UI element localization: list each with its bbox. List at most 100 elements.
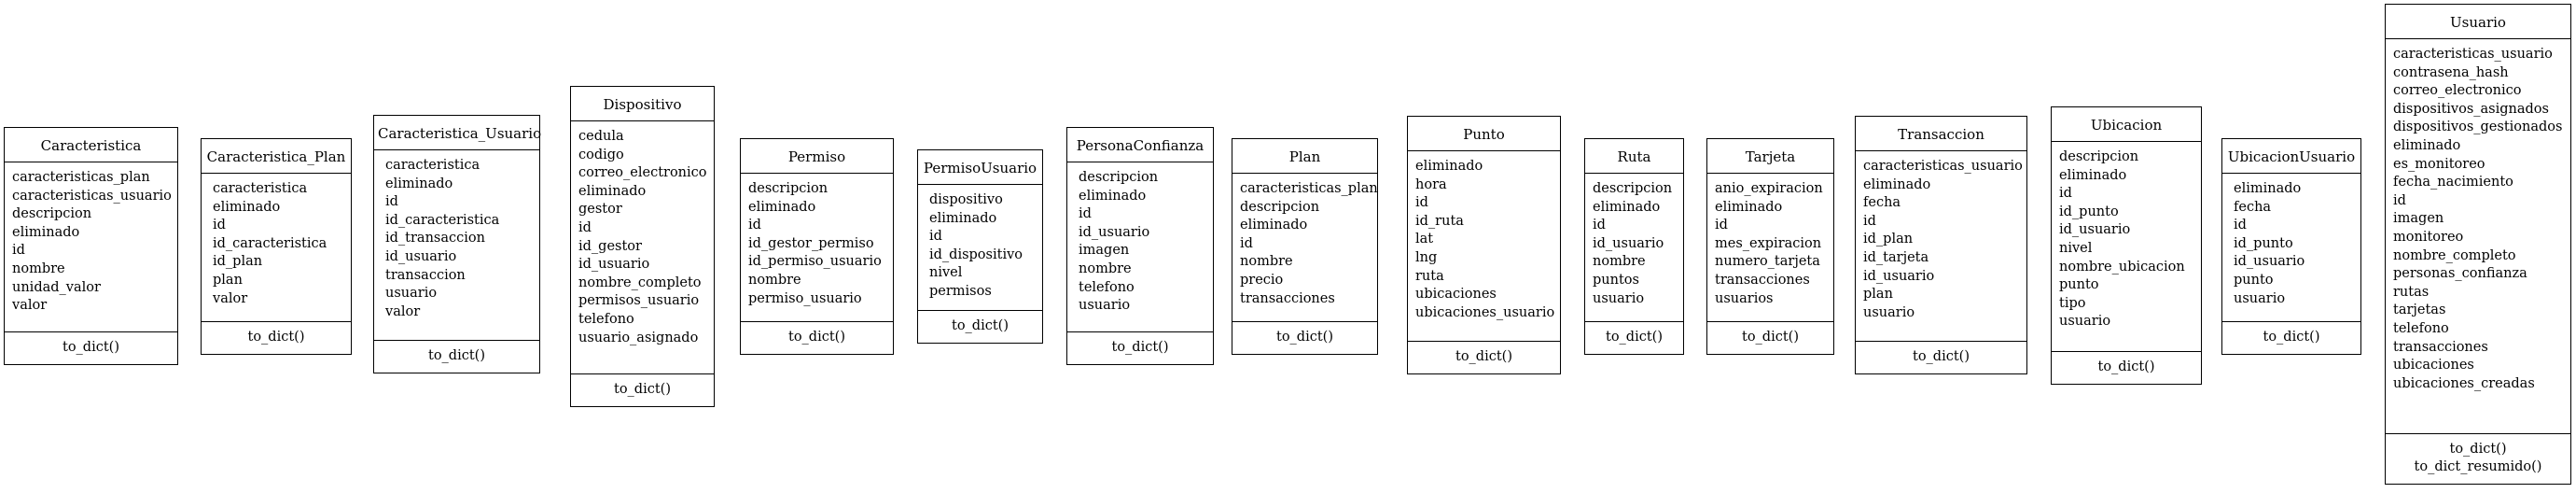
attribute-row: id_usuario	[1593, 235, 1664, 251]
class-name: Tarjeta	[1707, 139, 1833, 174]
method-list: to_dict()	[1232, 322, 1377, 354]
attribute-row: id	[1240, 235, 1253, 251]
method-row: to_dict()	[1455, 349, 1512, 365]
attribute-row: eliminado	[1863, 176, 1931, 192]
attribute-row: ubicaciones_usuario	[1415, 304, 1555, 320]
method-list: to_dict()	[1856, 342, 2026, 373]
attribute-row: nombre	[12, 261, 65, 276]
class-name: Caracteristica_Plan	[202, 139, 351, 174]
attribute-row: nombre_completo	[578, 275, 702, 290]
attribute-row: fecha	[2234, 199, 2272, 215]
attribute-row: nombre	[1240, 254, 1293, 270]
attribute-row: permiso_usuario	[748, 290, 862, 306]
attribute-row: correo_electronico	[578, 165, 707, 181]
attribute-row: eliminado	[1415, 159, 1483, 174]
attribute-row: id	[2059, 186, 2072, 202]
attribute-row: dispositivo	[929, 192, 1003, 207]
attribute-row: usuario	[1079, 298, 1131, 314]
attribute-row: eliminado	[385, 176, 453, 191]
attribute-row: id_caracteristica	[385, 212, 500, 228]
attribute-row: dispositivos_asignados	[2393, 101, 2549, 117]
attribute-row: ubicaciones	[2393, 358, 2474, 373]
class-name: Plan	[1232, 139, 1377, 174]
attribute-row: caracteristica	[213, 181, 308, 196]
attribute-row: id	[1863, 213, 1876, 229]
attribute-row: nombre_completo	[2393, 247, 2516, 263]
class-name: Ruta	[1585, 139, 1683, 174]
attribute-row: id	[213, 218, 226, 233]
attribute-row: codigo	[578, 147, 624, 162]
attribute-row: id_dispositivo	[929, 246, 1023, 262]
attribute-row: monitoreo	[2393, 229, 2464, 245]
attribute-row: telefono	[578, 311, 634, 327]
method-list: to_dict()	[374, 341, 539, 373]
attribute-row: plan	[1863, 287, 1893, 303]
method-list: to_dict()	[571, 374, 714, 406]
attribute-row: tarjetas	[2393, 303, 2446, 318]
attribute-row: valor	[385, 303, 421, 319]
attribute-row: id	[1593, 218, 1606, 233]
method-row: to_dict_resumido()	[2414, 459, 2542, 475]
attribute-row: valor	[213, 290, 248, 306]
attribute-row: nombre	[1079, 261, 1132, 276]
class-name: Caracteristica_Usuario	[374, 116, 541, 150]
attribute-row: id	[385, 194, 398, 210]
attribute-row: descripcion	[12, 206, 92, 222]
attribute-row: nombre	[748, 272, 801, 288]
attribute-row: eliminado	[213, 199, 281, 215]
method-row: to_dict()	[1913, 349, 1970, 365]
attribute-row: nombre_ubicacion	[2059, 259, 2185, 275]
method-row: to_dict()	[1742, 330, 1799, 345]
attribute-row: rutas	[2393, 284, 2430, 300]
attribute-row: caracteristicas_plan	[1240, 181, 1378, 196]
attribute-row: hora	[1415, 176, 1447, 192]
attribute-row: imagen	[2393, 211, 2444, 227]
class-box-caracteristica-plan: Caracteristica_Plan caracteristica elimina…	[201, 138, 352, 355]
attribute-row: id_permiso_usuario	[748, 254, 882, 270]
attribute-row: caracteristicas_usuario	[12, 188, 172, 204]
attribute-row: permisos_usuario	[578, 293, 700, 309]
attribute-row: id	[1715, 218, 1728, 233]
attribute-row: fecha	[1863, 195, 1901, 211]
attribute-row: descripcion	[1240, 199, 1320, 215]
attribute-row: eliminado	[578, 183, 647, 199]
method-row: to_dict()	[1111, 340, 1169, 356]
class-name: Ubicacion	[2052, 107, 2201, 142]
attribute-row: usuario	[1593, 290, 1645, 306]
attribute-row: valor	[12, 298, 48, 314]
attribute-row: punto	[2234, 272, 2274, 288]
attribute-row: usuario	[1863, 304, 1915, 320]
method-list: to_dict()	[1067, 332, 1213, 364]
attribute-row: transaccion	[385, 267, 466, 283]
attribute-row: usuarios	[1715, 290, 1774, 306]
attribute-row: anio_expiracion	[1715, 181, 1823, 196]
method-list: to_dict()	[918, 311, 1042, 343]
attribute-row: eliminado	[748, 199, 816, 215]
method-row: to_dict()	[63, 340, 119, 356]
attribute-row: unidad_valor	[12, 279, 101, 295]
attribute-row: imagen	[1079, 243, 1130, 259]
method-list: to_dict()	[741, 322, 893, 354]
attribute-row: personas_confianza	[2393, 266, 2527, 282]
method-row: to_dict()	[2449, 441, 2507, 457]
method-list: to_dict()	[2222, 322, 2360, 354]
method-row: to_dict()	[2263, 330, 2320, 345]
